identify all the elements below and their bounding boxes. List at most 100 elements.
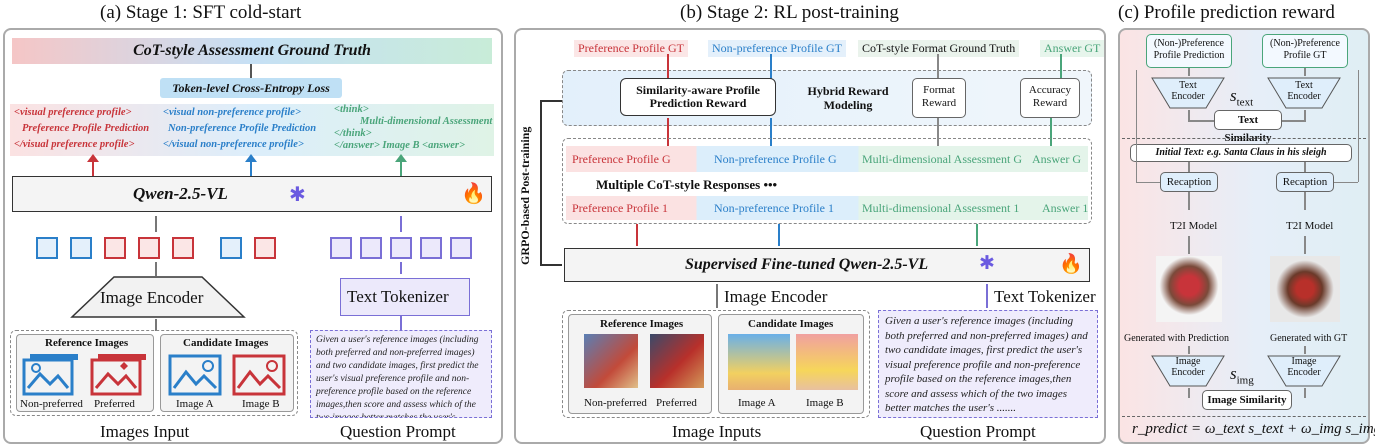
out-np-open: <visual non-preference profile>	[163, 107, 301, 118]
initial-text-label: Initial Text: e.g. Santa Claus in his sl…	[1155, 147, 1327, 158]
token-purple	[330, 237, 352, 259]
text-tokenizer-s1: Text Tokenizer	[340, 278, 470, 316]
out-pref-close: </visual preference profile>	[14, 139, 135, 150]
prompt-text-s1: Given a user's reference images (includi…	[316, 335, 479, 418]
stage2-title: (b) Stage 2: RL post-training	[680, 2, 899, 23]
initial-text-box: Initial Text: e.g. Santa Claus in his sl…	[1130, 144, 1352, 162]
gen-pred-label: Generated with Prediction	[1124, 333, 1229, 344]
thumb-image-b	[796, 334, 858, 390]
gt-bar: CoT-style Assessment Ground Truth	[12, 38, 492, 64]
row-1-answer: Answer 1	[1042, 201, 1089, 215]
qwen-model-s1: Qwen-2.5-VL ✱ 🔥	[12, 176, 492, 212]
qwen-logo-icon: ✱	[979, 253, 995, 274]
ref-label-s2: Reference Images	[600, 318, 684, 330]
out-pref-open: <visual preference profile>	[14, 107, 132, 118]
qwen-label-s1: Qwen-2.5-VL	[133, 184, 228, 203]
row-g-pref: Preference Profile G	[572, 152, 671, 166]
image-inputs-label: Image Inputs	[672, 422, 762, 441]
img-label: Image A	[176, 398, 214, 410]
image-encoder-label-s2: Image Encoder	[724, 287, 828, 306]
recaption-label: Recaption	[1282, 176, 1328, 188]
image-icon-preferred	[90, 354, 146, 396]
image-encoder-label-s1: Image Encoder	[100, 288, 204, 307]
acc-reward-box: Accuracy Reward	[1020, 78, 1080, 118]
gt-format: CoT-style Format Ground Truth	[858, 40, 1020, 57]
token-red	[104, 237, 126, 259]
text-sim-label: Text Similarity	[1224, 114, 1272, 144]
image-encoder-s1	[70, 276, 246, 318]
fire-icon: 🔥	[461, 183, 486, 205]
images-input-box	[10, 330, 298, 416]
pred-box-label: (Non-)Preference Profile Prediction	[1153, 38, 1225, 61]
gt-pref: Preference Profile GT	[574, 40, 688, 57]
token-red	[172, 237, 194, 259]
cand-images-card	[160, 334, 294, 412]
sft-qwen-label: Supervised Fine-tuned Qwen-2.5-VL	[685, 256, 929, 273]
image-icon-a	[168, 354, 222, 396]
qwen-logo-icon: ✱	[289, 184, 306, 206]
row-g-answer: Answer G	[1032, 152, 1081, 166]
stage2-panel	[514, 28, 1106, 444]
img-label: Non-preferred	[584, 397, 647, 409]
token-purple	[420, 237, 442, 259]
row-g-assess: Multi-dimensional Assessment G	[862, 152, 1022, 166]
row-g	[566, 146, 1088, 172]
sim-reward-box: Similarity-aware Profile Prediction Rewa…	[620, 78, 776, 116]
gt-box-label: (Non-)Preference Profile GT	[1270, 38, 1340, 61]
img-label: Non-preferred	[20, 398, 83, 410]
gt-box: (Non-)Preference Profile GT	[1262, 34, 1348, 68]
recaption-pred: Recaption	[1160, 172, 1218, 192]
text-encoder-pred	[1151, 77, 1225, 109]
image-icon-nonpreferred	[22, 354, 78, 396]
gen-gt-label: Generated with GT	[1270, 333, 1348, 344]
question-prompt-label-s1: Question Prompt	[340, 422, 456, 441]
sft-qwen-model: Supervised Fine-tuned Qwen-2.5-VL ✱ 🔥	[564, 248, 1090, 282]
gt-nonpref: Non-preference Profile GT	[708, 40, 846, 57]
t2i-label-pred: T2I Model	[1170, 220, 1218, 232]
grpo-label: GRPO-based Post-training	[518, 126, 532, 265]
token-red	[138, 237, 160, 259]
generated-gt-image	[1270, 256, 1340, 322]
s-img-symbol: simg	[1230, 364, 1254, 386]
question-prompt-box-s1: Given a user's reference images (includi…	[310, 330, 492, 418]
out-np-mid: Non-preference Profile Prediction	[168, 123, 317, 134]
out-think-open: <think>	[334, 104, 369, 115]
thumb-nonpreferred	[584, 334, 638, 388]
img-sim-box: Image Similarity	[1202, 390, 1292, 410]
s-img: s	[1230, 364, 1237, 383]
token-blue	[36, 237, 58, 259]
stage3-title: (c) Profile prediction reward	[1118, 2, 1335, 23]
token-red	[254, 237, 276, 259]
image-encoder-gt	[1267, 355, 1341, 387]
image-icon-b	[232, 354, 286, 396]
image-encoder-label: Image Encoder	[1287, 356, 1321, 378]
acc-reward-label: Accuracy Reward	[1028, 84, 1072, 109]
t2i-label-gt: T2I Model	[1286, 220, 1334, 232]
row-1	[566, 196, 1088, 220]
thumb-preferred	[650, 334, 704, 388]
reward-formula: r_predict = ω_text s_text + ω_img s_img	[1132, 421, 1375, 437]
s-text: s	[1230, 86, 1237, 105]
img-label: Image B	[806, 397, 844, 409]
s-text-sub: text	[1236, 96, 1254, 109]
thumb-image-a	[728, 334, 790, 390]
cand-label-s2: Candidate Images	[748, 318, 834, 330]
gt-answer: Answer GT	[1040, 40, 1105, 57]
text-encoder-label: Text Encoder	[1171, 80, 1205, 102]
ref-label-s1: Reference Images	[45, 337, 129, 349]
output-area	[10, 104, 494, 156]
format-reward-label: Format Reward	[921, 84, 957, 109]
img-label: Preferred	[656, 397, 697, 409]
out-think-close: </think>	[334, 128, 372, 139]
generated-pred-image	[1156, 256, 1222, 322]
row-1-assess: Multi-dimensional Assessment 1	[862, 201, 1020, 215]
token-purple	[450, 237, 472, 259]
question-prompt-label-s2: Question Prompt	[920, 422, 1036, 441]
hybrid-label: Hybrid Reward Modeling	[807, 84, 889, 112]
multi-responses-label: Multiple CoT-style Responses •••	[596, 177, 778, 192]
responses-area	[562, 138, 1092, 224]
text-tokenizer-label-s1: Text Tokenizer	[347, 287, 449, 306]
pred-box: (Non-)Preference Profile Prediction	[1146, 34, 1232, 68]
out-answer: </answer> Image B <answer>	[334, 140, 465, 151]
image-encoder-label: Image Encoder	[1171, 356, 1205, 378]
